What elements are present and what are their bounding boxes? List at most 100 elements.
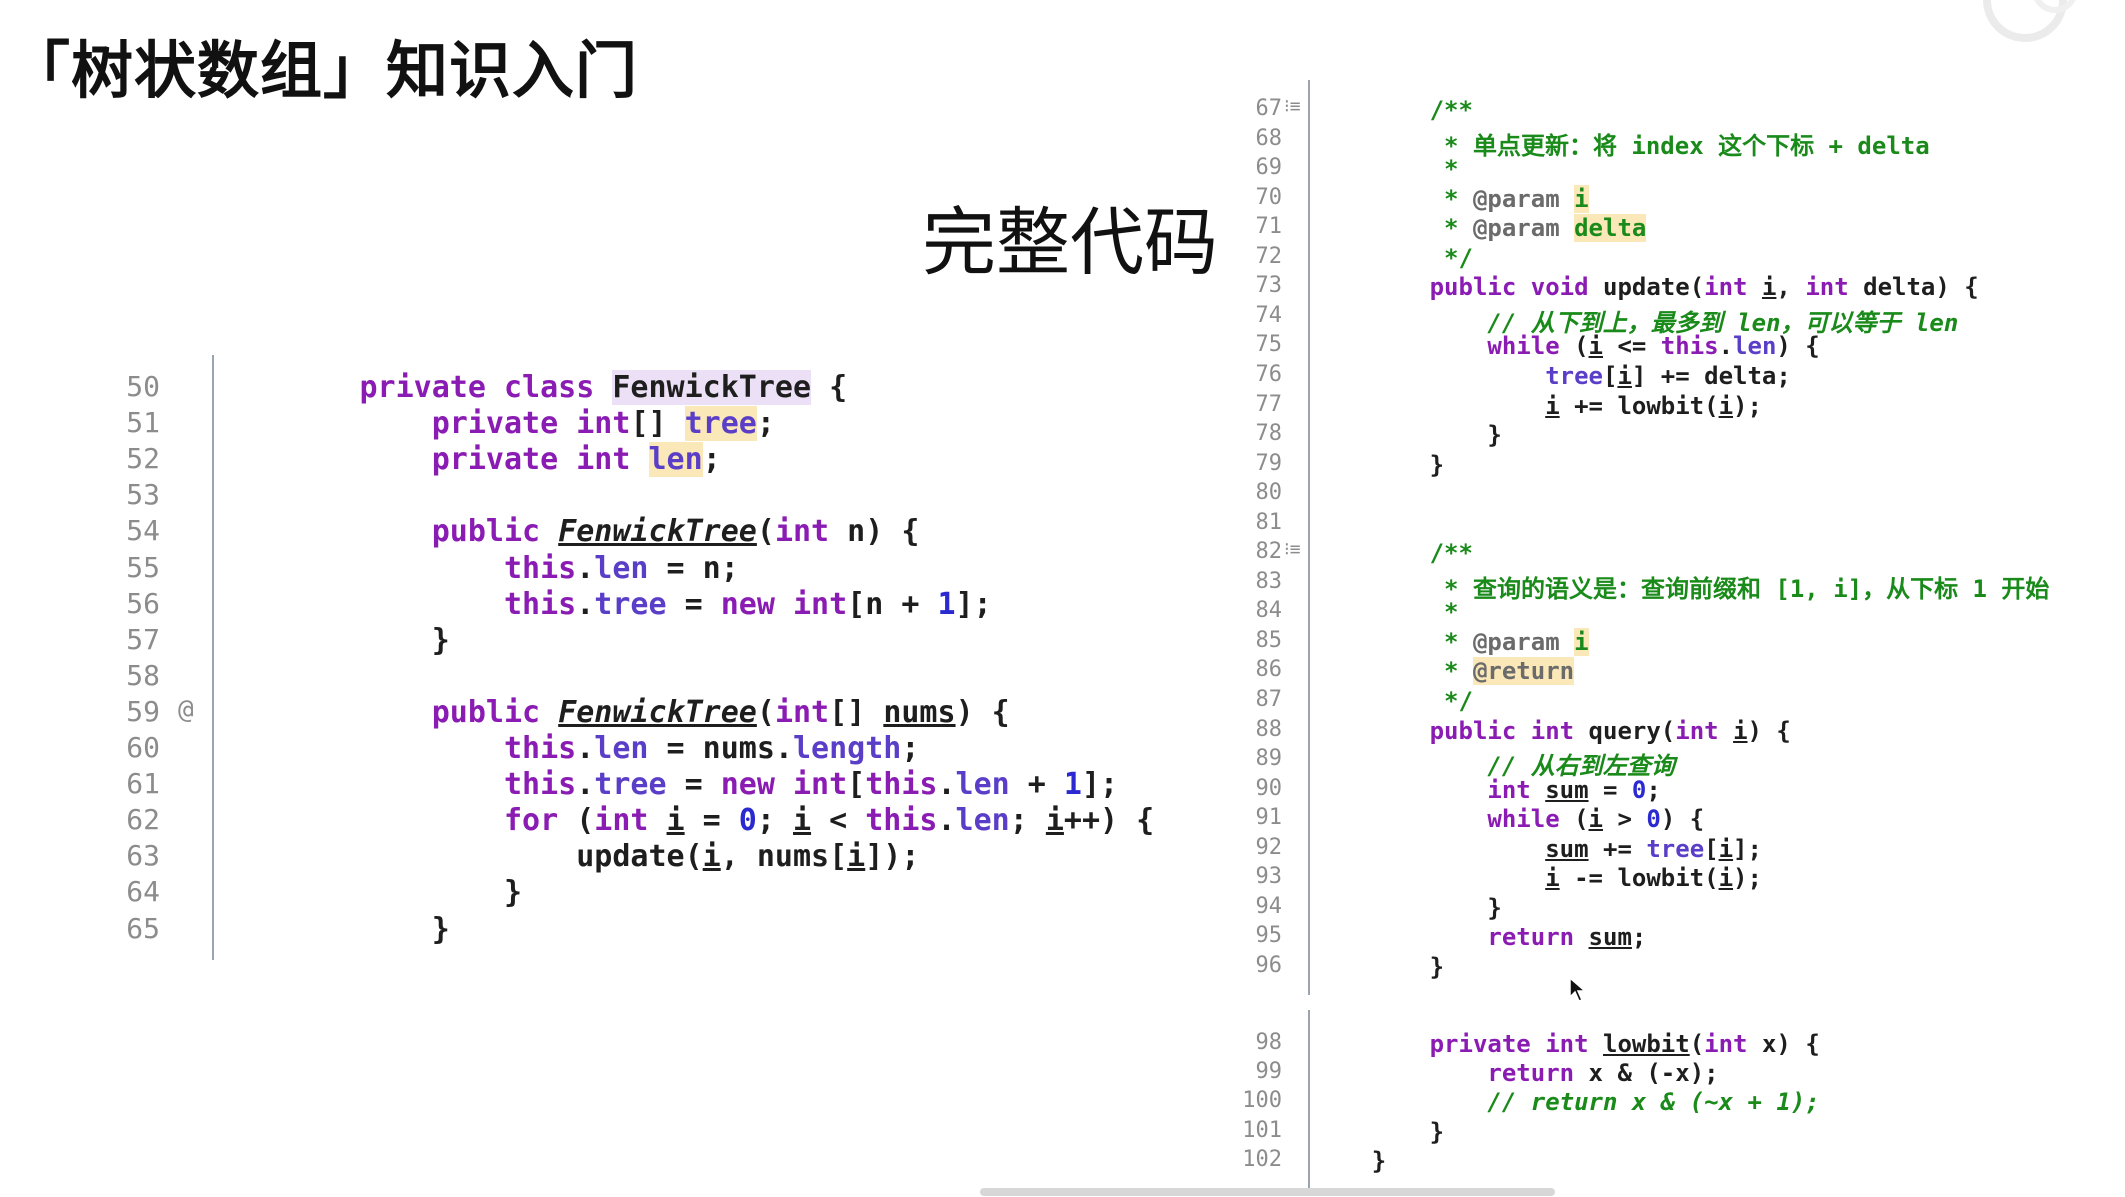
code-text: private int lowbit(int x) {	[1429, 1030, 1820, 1058]
line-number: 68	[1255, 125, 1283, 151]
line-number: 84	[1255, 598, 1283, 624]
line-number: 79	[1255, 450, 1283, 476]
code-text: private int len;	[431, 442, 721, 478]
line-number: 102	[1242, 1146, 1282, 1172]
line-number: 91	[1255, 805, 1283, 831]
code-text: }	[1314, 1117, 1445, 1146]
code-text: private class FenwickTree {	[359, 370, 848, 405]
code-text: while (i <= this.len) {	[1487, 332, 1820, 361]
code-text: *	[1444, 598, 1459, 627]
line-number: 98	[1255, 1030, 1283, 1055]
code-text: /**	[1429, 539, 1473, 568]
gutter-divider	[212, 355, 214, 960]
line-number: 57	[126, 622, 160, 656]
code-text: }	[215, 622, 450, 658]
code-editor-right-bottom: 98 private int lowbit(int x) { 99 return …	[1222, 1010, 2122, 1190]
line-number: 71	[1255, 214, 1283, 240]
gutter-divider	[1308, 1010, 1310, 1190]
fold-marker-icon[interactable]: ⁝≡	[1284, 96, 1301, 117]
line-number: 50	[126, 370, 160, 403]
code-text: i += lowbit(i);	[1545, 391, 1762, 420]
code-text: int sum = 0;	[1487, 775, 1661, 804]
line-number: 62	[126, 803, 160, 837]
code-text: *	[1444, 155, 1459, 184]
code-text: * @param i	[1444, 627, 1589, 656]
mouse-cursor-icon	[1569, 977, 1588, 1002]
code-text: private int[] tree;	[431, 406, 775, 442]
line-number: 78	[1255, 421, 1283, 447]
code-text: public FenwickTree(int n) {	[431, 514, 920, 550]
code-text: // 从下到上，最多到 len，可以等于 len	[1487, 308, 1959, 337]
line-number: 83	[1255, 568, 1283, 594]
line-number: 74	[1255, 302, 1283, 328]
code-text: this.tree = new int[n + 1];	[503, 586, 992, 622]
code-text: this.tree = new int[this.len + 1];	[503, 767, 1119, 803]
code-text: return sum;	[1487, 923, 1647, 952]
line-number: 72	[1255, 243, 1283, 269]
line-number: 89	[1255, 746, 1283, 772]
code-text: sum += tree[i];	[1545, 834, 1762, 863]
code-text: this.len = n;	[503, 550, 739, 586]
code-text: // return x & (~x + 1);	[1487, 1088, 1820, 1117]
slide-subtitle: 完整代码	[922, 200, 1218, 286]
code-text: }	[1314, 952, 1445, 981]
code-text: public void update(int i, int delta) {	[1429, 273, 1979, 302]
line-number: 55	[126, 550, 160, 584]
code-text: // 从右到左查询	[1487, 752, 1675, 781]
line-number: 73	[1255, 273, 1283, 299]
line-number: 59	[126, 694, 160, 728]
line-number: 67	[1255, 96, 1283, 121]
code-text: }	[215, 875, 523, 911]
line-number: 82	[1255, 539, 1283, 565]
code-text: public FenwickTree(int[] nums) {	[431, 694, 1010, 730]
line-number: 90	[1255, 775, 1283, 801]
code-editor-left: 50 private class FenwickTree { 51 private…	[0, 355, 1200, 960]
code-text: */	[1444, 243, 1473, 272]
code-text: }	[1314, 1146, 1387, 1175]
code-text: }	[1314, 893, 1502, 922]
line-number: 76	[1255, 361, 1283, 387]
code-text: * @return	[1444, 657, 1575, 686]
code-text: update(i, nums[i]);	[215, 839, 920, 875]
code-text: return x & (-x);	[1487, 1059, 1719, 1088]
code-text: public int query(int i) {	[1429, 716, 1791, 745]
code-text: for (int i = 0; i < this.len; i++) {	[503, 803, 1155, 839]
code-text: */	[1444, 687, 1473, 715]
line-number: 75	[1255, 332, 1283, 358]
line-number: 65	[126, 911, 160, 945]
line-number: 86	[1255, 657, 1283, 683]
gutter-divider	[1308, 80, 1310, 995]
line-number: 92	[1255, 834, 1283, 860]
line-number: 87	[1255, 687, 1283, 712]
code-text: tree[i] += delta;	[1545, 361, 1791, 390]
line-number: 99	[1255, 1059, 1283, 1085]
line-number: 70	[1255, 184, 1283, 210]
horizontal-scrollbar[interactable]	[980, 1188, 1555, 1196]
line-number: 77	[1255, 391, 1283, 417]
line-number: 96	[1255, 952, 1283, 978]
line-number: 85	[1255, 627, 1283, 653]
slide-title: 「树状数组」知识入门	[8, 34, 639, 107]
line-number: 100	[1242, 1088, 1282, 1114]
code-text: * 单点更新：将 index 这个下标 + delta	[1444, 131, 1930, 160]
override-marker-icon[interactable]: @	[178, 694, 194, 725]
logo-watermark-icon	[1983, 0, 2076, 42]
line-number: 93	[1255, 864, 1283, 890]
code-text: * @param delta	[1444, 214, 1647, 243]
line-number: 88	[1255, 716, 1283, 742]
code-text: i -= lowbit(i);	[1545, 864, 1762, 893]
line-number: 56	[126, 586, 160, 620]
line-number: 63	[126, 839, 160, 873]
line-number: 58	[126, 658, 160, 692]
line-number: 54	[126, 514, 160, 548]
code-text: }	[1314, 421, 1502, 450]
code-text: * 查询的语义是：查询前缀和 [1, i]，从下标 1 开始	[1444, 574, 2050, 603]
line-number: 69	[1255, 155, 1283, 181]
code-text: }	[1314, 450, 1445, 479]
line-number: 51	[126, 406, 160, 440]
code-text: }	[215, 911, 450, 947]
code-text: * @param i	[1444, 184, 1589, 213]
fold-marker-icon[interactable]: ⁝≡	[1284, 539, 1301, 561]
line-number: 61	[126, 767, 160, 801]
